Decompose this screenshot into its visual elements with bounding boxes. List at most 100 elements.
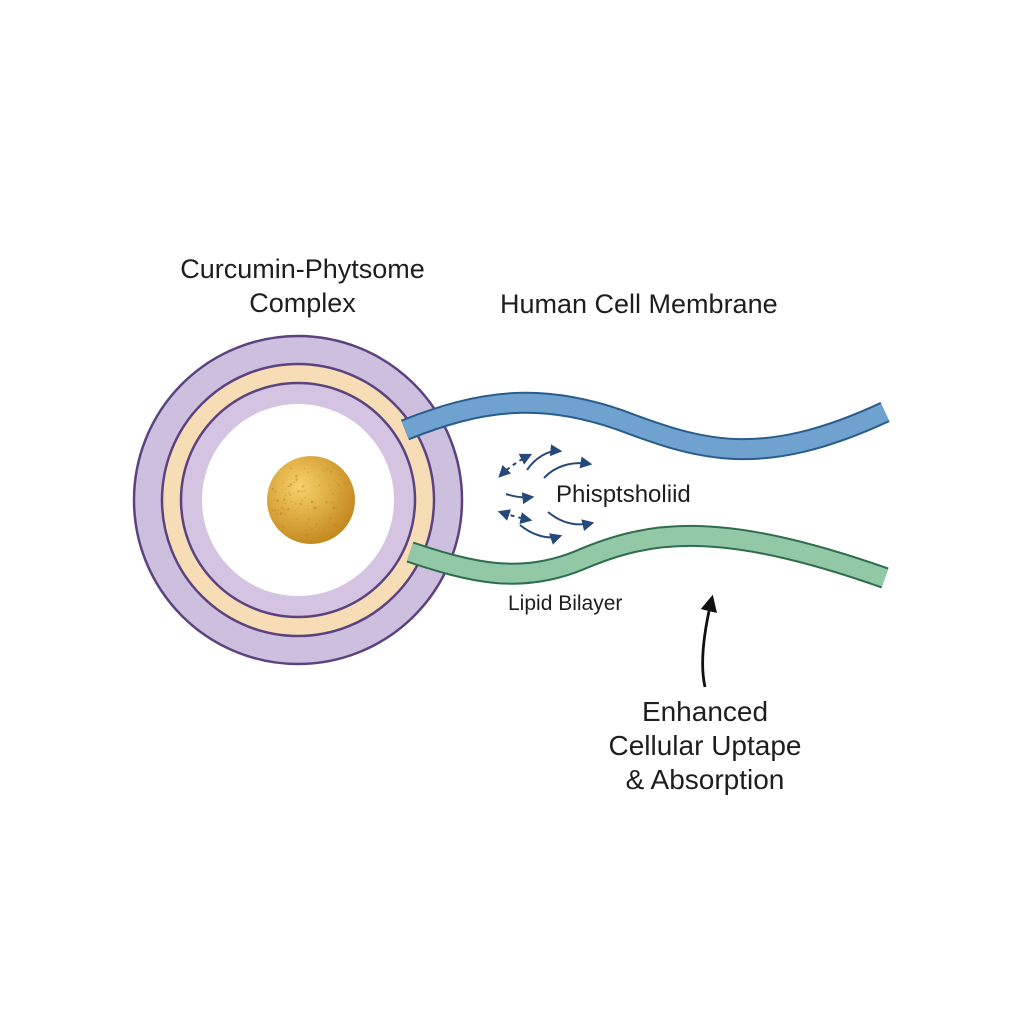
core-speckle [296,518,298,520]
core-speckle [294,502,297,505]
core-speckle [301,485,304,489]
core-speckle [282,498,286,501]
core-speckle [289,483,293,486]
core-speckle [302,484,305,488]
core-speckle [318,475,320,477]
uptake-label: Enhanced Cellular Uptape & Absorption [590,695,820,797]
core-speckle [323,528,325,531]
complex-label-line2: Complex [249,288,356,318]
core-speckle [284,494,287,497]
core-speckle [322,513,325,516]
phospholipid-exchange-arrows [497,444,595,545]
uptake-arrow [700,594,717,688]
uptake-label-line1: Enhanced [641,696,769,727]
membrane-label: Human Cell Membrane [500,289,778,319]
core-speckle [275,512,279,515]
core-speckle [313,506,317,510]
core-speckle [329,533,331,536]
core-speckle [287,485,289,488]
core-speckle [280,506,284,510]
core-speckle [276,499,279,502]
curcumin-core [267,456,355,544]
exchange-arrow [543,456,593,479]
core-speckle [332,524,335,527]
core-speckle [291,483,293,485]
core-speckle [294,474,298,478]
core-speckle [289,494,292,497]
core-speckle [312,536,315,539]
complex-label-line1: Curcumin-Phytsome [180,254,425,284]
uptake-label-line2: Cellular Uptape [608,730,802,761]
core-speckle [305,529,307,531]
exchange-arrow [519,524,563,545]
core-speckle [282,482,285,485]
upper-membrane [401,393,889,459]
core-speckle [319,526,321,529]
core-speckle [290,500,293,503]
phospholipid-label: Phisptsholiid [556,481,691,508]
core-speckle [338,492,340,494]
exchange-arrow [547,511,595,532]
core-speckle [280,501,282,503]
exchange-arrow [497,509,533,524]
core-speckle [301,490,303,493]
core-speckle [297,490,300,493]
core-speckle [284,502,287,505]
exchange-arrow [505,492,535,505]
core-speckle [331,492,334,495]
core-speckle [290,467,292,470]
lower-membrane [407,527,888,587]
core-speckle [288,485,291,488]
core-speckle [307,505,309,507]
core-speckle [313,484,316,487]
bilayer-label: Lipid Bilayer [508,592,623,615]
core-speckle [315,523,318,526]
core-speckle [334,480,336,483]
core-speckle [287,508,290,511]
core-speckle [306,522,308,525]
core-speckle [318,484,321,487]
core-texture-dots [271,467,346,540]
core-speckle [294,509,297,512]
core-speckle [282,525,285,528]
core-speckle [318,519,321,521]
core-speckle [271,487,274,491]
core-speckle [310,500,314,504]
core-speckle [274,510,277,513]
core-speckle [325,501,328,504]
core-speckle [271,508,275,512]
core-speckle [307,471,309,473]
core-speckle [304,497,307,499]
core-speckle [273,508,277,512]
core-speckle [279,512,283,515]
core-speckle [306,538,308,540]
core-speckle [283,513,287,516]
core-speckle [334,523,338,527]
core-speckle [301,499,303,502]
core-speckle [339,473,342,476]
core-speckle [329,500,332,503]
core-speckle [322,470,325,473]
phytosome-complex [132,334,464,666]
core-speckle [303,467,306,470]
core-speckle [332,508,334,511]
exchange-arrow [526,444,563,471]
core-speckle [303,489,306,492]
core-speckle [332,506,335,509]
core-speckle [282,488,284,491]
core-speckle [283,509,285,511]
core-speckle [274,490,277,493]
core-speckle [293,481,296,484]
core-speckle [295,478,298,481]
core-speckle [311,527,314,531]
core-speckle [328,483,330,486]
cell-membrane [400,391,890,589]
core-speckle [337,483,340,487]
core-speckle [288,492,290,495]
core-speckle [296,534,300,537]
core-speckle [343,516,345,519]
core-speckle [308,518,311,521]
core-speckle [305,533,308,537]
